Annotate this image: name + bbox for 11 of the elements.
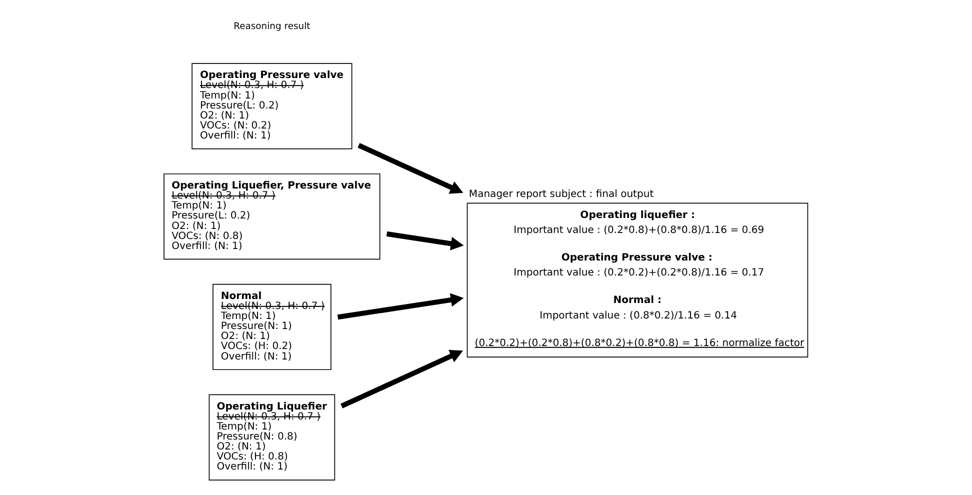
node-box: Operating liquefier : Important value : (0.2*0.8)+(0.8*0.8)/1.16 = 0.69 Operating Pressure valve : Important value : (0.2*0.2)+(0.2*0.8)/1.16 = 0.17 Normal : Important value : (0.8*0.2)/1.16 = 0.14 (0.2*0.2)+(0.2*0.8)+(0.8*0.2)+(0.8*0.8) = 1.16: normalize factor	[466, 202, 808, 358]
node-box: Operating Liquefier, Pressure valve Level(N: 0.3, H: 0.7 ) Temp(N: 1) Pressure(L: 0.2) O2: (N: 1) VOCs: (N: 0.8) Overfill: (N: 1)	[163, 173, 380, 260]
arrow	[336, 293, 464, 320]
node-box: Normal Level(N: 0.3, H: 0.7 ) Temp(N: 1) Pressure(N: 1) O2: (N: 1) VOCs: (H: 0.2) Overfill: (N: 1)	[212, 284, 331, 370]
arrow	[340, 350, 463, 408]
node-label: Manager report subject : final output	[468, 188, 654, 200]
arrow	[386, 231, 464, 250]
arrow	[357, 143, 463, 194]
node-box: Operating Pressure valve Level(N: 0.3, H: 0.7 ) Temp(N: 1) Pressure(L: 0.2) O2: (N: 1) VOCs: (N: 0.2) Overfill: (N: 1)	[191, 63, 352, 150]
node-box: Operating Liquefier Level(N: 0.3, H: 0.7 ) Temp(N: 1) Pressure(N: 0.8) O2: (N: 1) VOCs: (H: 0.8) Overfill: (N: 1)	[208, 394, 335, 480]
label: Reasoning result	[233, 21, 310, 32]
